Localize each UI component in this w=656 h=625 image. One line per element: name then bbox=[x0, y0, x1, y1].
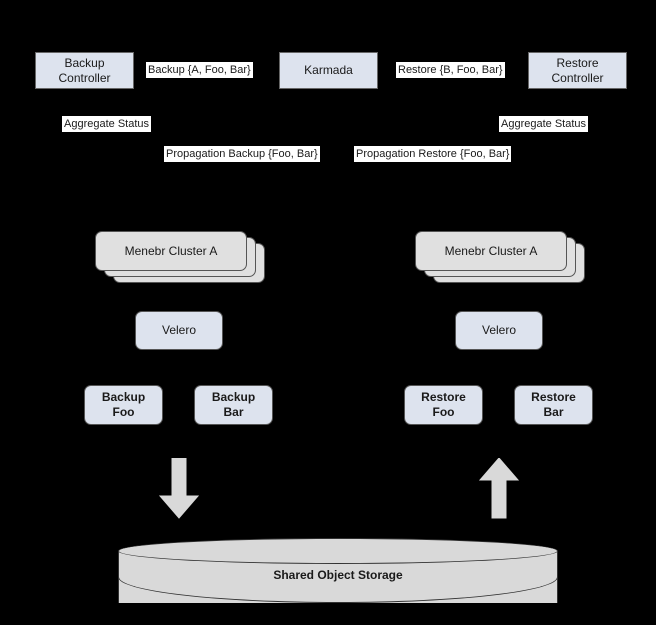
edge-label-aggregate-status-right: Aggregate Status bbox=[499, 116, 589, 132]
edge-label-aggregate-status-left: Aggregate Status bbox=[62, 116, 152, 132]
shared-object-storage[interactable]: Shared Object Storage bbox=[118, 538, 558, 616]
edge-label-propagation-backup: Propagation Backup {Foo, Bar} bbox=[164, 146, 320, 162]
node-restore-foo[interactable]: Restore Foo bbox=[404, 385, 483, 425]
cluster-label-right: Menebr Cluster A bbox=[415, 231, 567, 271]
storage-label: Shared Object Storage bbox=[273, 568, 403, 582]
edge-label-restore-request: Restore {B, Foo, Bar} bbox=[396, 62, 505, 78]
node-velero-right[interactable]: Velero bbox=[455, 311, 543, 350]
edge-label-propagation-restore: Propagation Restore {Foo, Bar} bbox=[354, 146, 512, 162]
up-arrow-icon bbox=[478, 457, 520, 520]
node-backup-foo[interactable]: Backup Foo bbox=[84, 385, 163, 425]
node-restore-controller[interactable]: Restore Controller bbox=[528, 52, 627, 89]
node-velero-left[interactable]: Velero bbox=[135, 311, 223, 350]
node-restore-bar[interactable]: Restore Bar bbox=[514, 385, 593, 425]
node-backup-controller[interactable]: Backup Controller bbox=[35, 52, 134, 89]
node-karmada[interactable]: Karmada bbox=[279, 52, 378, 89]
cylinder-top bbox=[118, 538, 558, 564]
down-arrow-icon bbox=[158, 457, 200, 520]
cluster-label-left: Menebr Cluster A bbox=[95, 231, 247, 271]
node-backup-bar[interactable]: Backup Bar bbox=[194, 385, 273, 425]
edge-label-backup-request: Backup {A, Foo, Bar} bbox=[146, 62, 253, 78]
cluster-stack-left[interactable]: Menebr Cluster A bbox=[95, 231, 265, 283]
cluster-stack-right[interactable]: Menebr Cluster A bbox=[415, 231, 585, 283]
